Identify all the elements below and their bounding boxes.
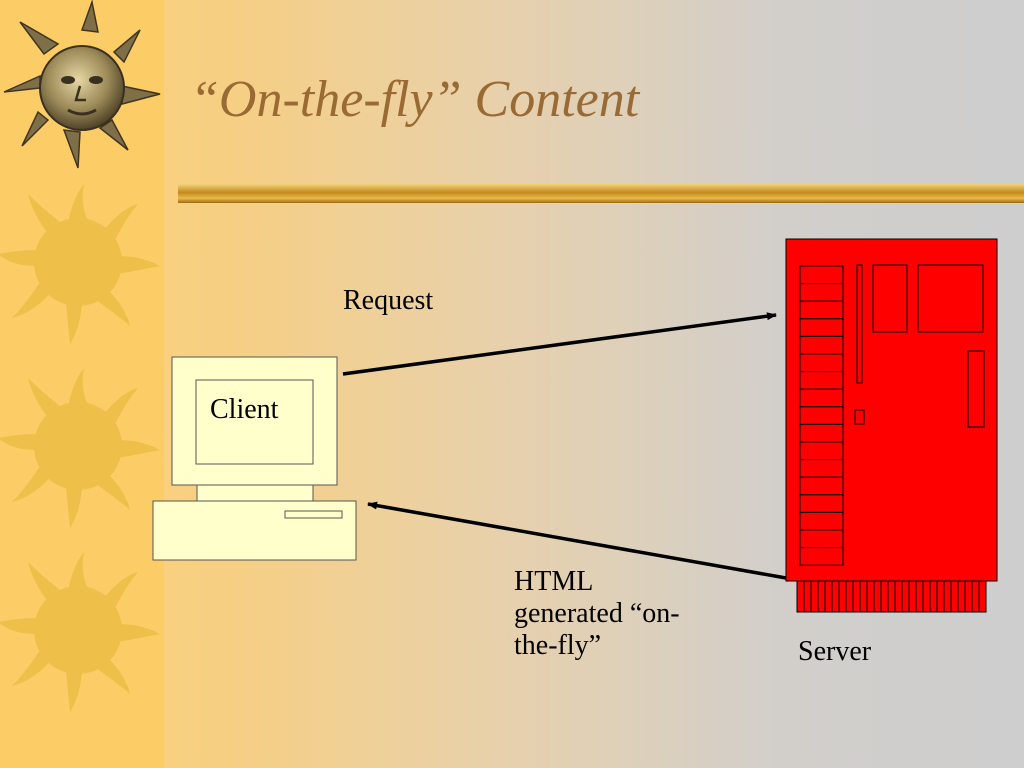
server-drive-bay [799, 529, 844, 549]
server-drive-bay [799, 388, 844, 408]
server-drive-bay [799, 283, 844, 302]
server-drive-bay [799, 441, 844, 461]
server-drive-bay [799, 511, 844, 531]
request-label: Request [343, 285, 434, 316]
bronze-sun-icon [3, 0, 161, 169]
response-label-line: the-fly” [514, 630, 602, 661]
server-drive-bay [799, 318, 844, 337]
server-tower-icon [785, 238, 998, 613]
client-label: Client [210, 394, 279, 425]
gold-sun-icon [0, 184, 160, 344]
response-label-line: HTML [514, 566, 594, 597]
server-drive-bay [799, 476, 844, 496]
server-drive-bay [799, 494, 844, 513]
server-drive-bay [799, 406, 844, 425]
server-drive-bay [799, 371, 844, 390]
server-label: Server [798, 636, 872, 667]
response-label: HTML generated “on- the-fly” [514, 566, 680, 662]
title-underline-bar [178, 184, 1024, 203]
server-drive-bay [799, 547, 844, 566]
server-drive-bay [799, 459, 844, 478]
server-drive-bay [799, 335, 844, 355]
gold-sun-icon [0, 552, 160, 712]
server-drive-bay [799, 353, 844, 373]
request-arrow [342, 312, 777, 376]
slide-title: “On-the-fly” Content [190, 71, 640, 128]
server-drive-bay [799, 300, 844, 320]
server-vent-grille [796, 580, 987, 613]
server-drive-bay [799, 265, 844, 285]
client-computer-icon [152, 356, 357, 561]
response-arrow [367, 501, 787, 580]
server-drive-bay [799, 423, 844, 443]
response-label-line: generated “on- [514, 598, 680, 629]
gold-sun-icon [0, 368, 160, 528]
